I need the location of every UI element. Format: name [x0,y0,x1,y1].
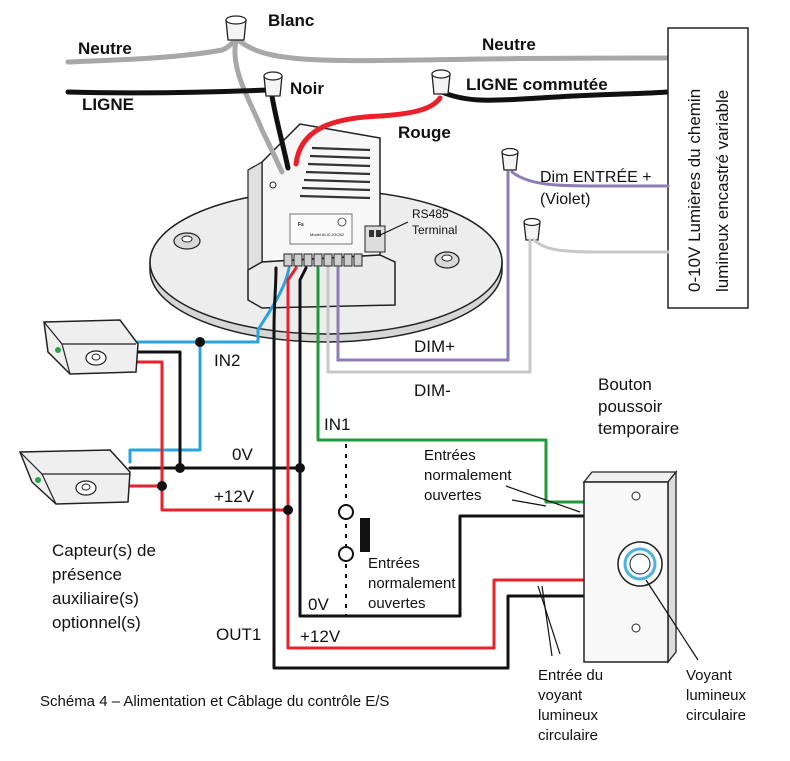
black-wire-module [269,93,291,171]
label-noir: Noir [290,79,324,98]
fixture-label-line2: lumineux encastré variable [713,90,732,292]
label-entrees-right-2: normalement [424,467,512,484]
labels: Neutre Blanc Neutre LIGNE Noir LIGNE com… [40,11,747,744]
occupancy-sensor-1 [43,319,139,375]
blue-wire-in2 [134,266,291,344]
label-entree-voyant-4: circulaire [538,727,598,744]
label-in2: IN2 [214,351,240,370]
label-dim-entree: Dim ENTRÉE + [540,167,652,186]
mains-wiring [65,35,671,175]
label-rouge: Rouge [398,123,451,142]
blue-wire-in2-sensor2 [128,340,202,464]
violet-wire-fixture [510,170,670,188]
junction-dots [157,337,305,515]
label-voyant-2: lumineux [686,687,747,704]
line-wire [65,87,271,96]
label-voyant-1: Voyant [686,667,733,684]
label-plus12-bottom: +12V [300,627,341,646]
gray-wire-dim-minus [326,238,532,374]
push-button-plate [582,470,678,664]
terminal-strip [283,253,363,267]
label-bouton-3: temporaire [598,419,679,438]
label-blanc: Blanc [268,11,314,30]
label-capteur-1: Capteur(s) de [52,541,156,560]
label-0v-top: 0V [232,445,253,464]
white-wire-module [232,37,285,175]
label-entree-voyant-1: Entrée du [538,667,603,684]
label-0v-bottom: 0V [308,595,329,614]
label-dim-minus: DIM- [414,381,451,400]
vent-grille [299,146,371,200]
label-entrees-center-3: ouvertes [368,595,426,612]
figure-caption: Schéma 4 – Alimentation et Câblage du co… [40,693,389,710]
label-ligne: LIGNE [82,95,134,114]
label-entree-voyant-2: voyant [538,687,583,704]
label-bouton-1: Bouton [598,375,652,394]
red-wire-12v-down [286,508,586,650]
dim-wiring [326,170,670,374]
label-bouton-2: poussoir [598,397,663,416]
label-voyant-3: circulaire [686,707,746,724]
red-wire-12v-trunk [286,266,298,512]
red-wire-12v [134,360,290,512]
label-dim-plus: DIM+ [414,337,455,356]
wire-nut-dim-plus [501,147,519,171]
occupancy-sensor-2 [18,449,131,505]
black-wire-out1 [272,266,586,670]
svg-text:Fs: Fs [298,222,304,228]
label-capteur-4: optionnel(s) [52,613,141,632]
label-violet: (Violet) [540,191,590,208]
label-neutre-left: Neutre [78,39,132,58]
label-plus12-top: +12V [214,487,255,506]
center-momentary-switch [338,444,370,616]
leader-lines [377,221,699,661]
fixture-box: 0-10V Lumières du chemin lumineux encast… [667,27,749,309]
neutral-wire-left [65,35,239,65]
wire-nut-rouge [431,69,451,95]
label-entrees-right-1: Entrées [424,447,476,464]
black-wire-0v-down [298,466,586,618]
label-ligne-commutee: LIGNE commutée [466,75,608,94]
label-rs485: RS485 [412,207,449,221]
wire-nut-dim-minus [523,217,541,241]
black-wire-0v [134,350,302,470]
controller-module: Fs Model ALIC-IOCB2 [247,123,396,309]
red-wire [293,95,443,167]
label-in1: IN1 [324,415,350,434]
fixture-label-line1: 0-10V Lumières du chemin [685,89,704,292]
label-entrees-center-2: normalement [368,575,456,592]
label-neutre-right: Neutre [482,35,536,54]
io-wiring [128,266,586,670]
svg-text:Model ALIC-IOCB2: Model ALIC-IOCB2 [310,232,345,237]
switched-line-wire [439,89,671,103]
label-entree-voyant-3: lumineux [538,707,599,724]
label-entrees-right-3: ouvertes [424,487,482,504]
neutral-wire-right [233,35,671,64]
label-capteur-2: présence [52,565,122,584]
label-out1: OUT1 [216,625,261,644]
gray-wire-fixture [532,238,670,254]
mounting-screw-left [173,232,201,250]
wire-nut-noir [263,71,283,97]
mounting-screw-right [434,251,460,269]
wire-nut-blanc [225,15,247,41]
violet-wire-dim-plus [336,170,510,362]
label-entrees-center-1: Entrées [368,555,420,572]
label-capteur-3: auxiliaire(s) [52,589,139,608]
black-wire-0v-trunk [298,266,308,470]
label-terminal: Terminal [412,223,457,237]
